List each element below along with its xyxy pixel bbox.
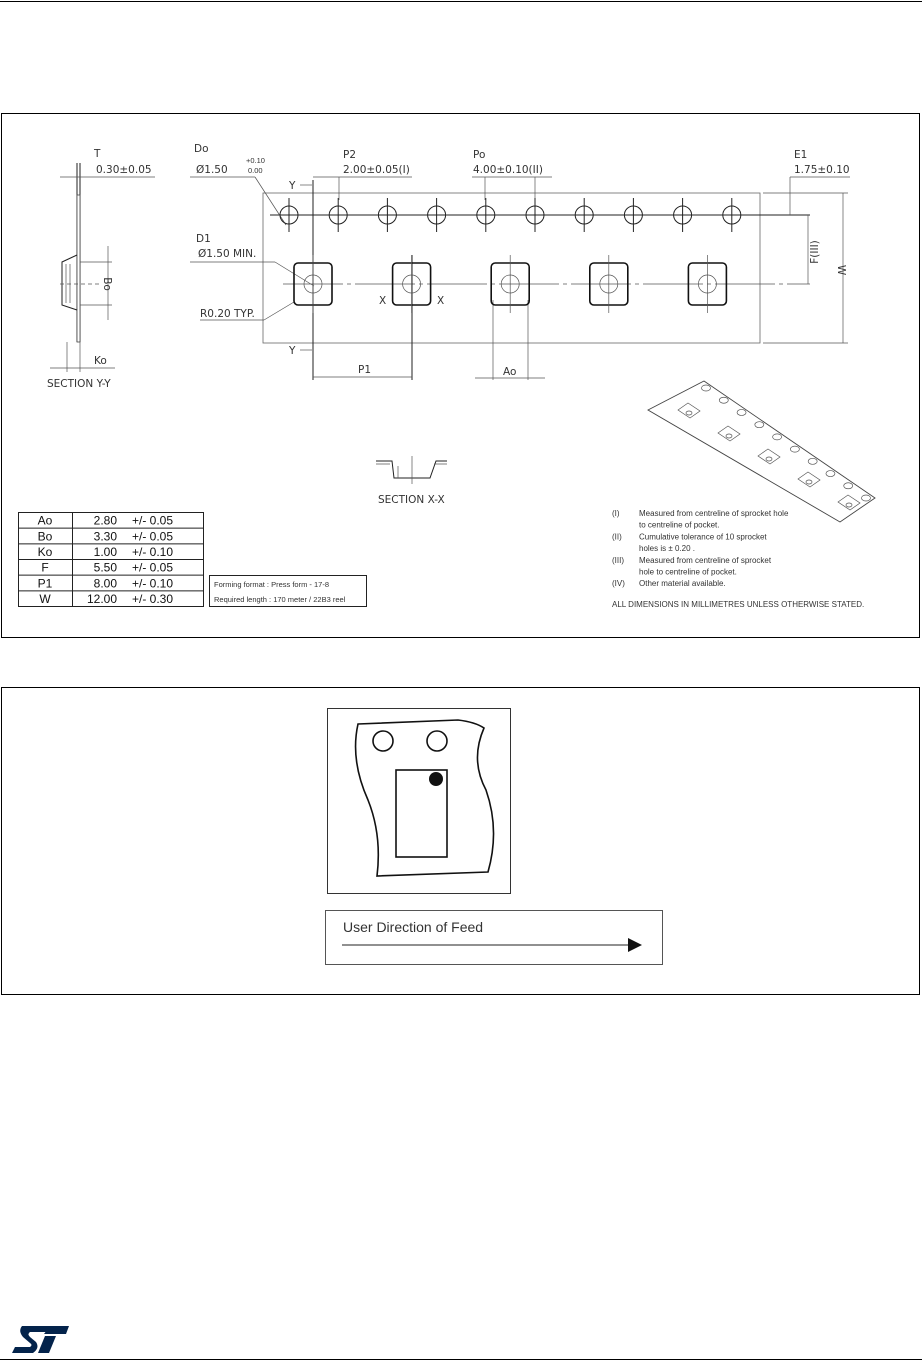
- dim-tolerance: +/- 0.05: [132, 561, 173, 575]
- arrow-right-icon: [628, 938, 642, 952]
- po-value: 4.00±0.10(II): [473, 164, 543, 176]
- y-label: Y: [288, 345, 296, 357]
- do-tol-minus: 0.00: [248, 166, 263, 175]
- note-text: Cumulative tolerance of 10 sprocket: [639, 532, 767, 541]
- x-label: X: [379, 295, 386, 307]
- iso-pocket: [677, 402, 701, 419]
- dim-tolerance: +/- 0.10: [132, 576, 173, 590]
- iso-pocket: [717, 425, 741, 442]
- f-label: F(III): [809, 240, 821, 264]
- dim-tolerance: +/- 0.30: [132, 592, 173, 606]
- dim-value: 12.00: [87, 592, 117, 606]
- iso-pocket: [757, 448, 781, 465]
- dim-value: 1.00: [94, 545, 118, 559]
- iso-pocket: [837, 494, 861, 511]
- dim-value: 3.30: [94, 529, 118, 543]
- do-label: Do: [194, 143, 209, 155]
- t-value: 0.30±0.05: [96, 164, 152, 176]
- d1-label: D1: [196, 233, 211, 245]
- note-mark: (IV): [612, 579, 625, 588]
- notes-footer: ALL DIMENSIONS IN MILLIMETRES UNLESS OTH…: [612, 600, 864, 609]
- note-text: to centreline of pocket.: [639, 521, 720, 530]
- forming-format: Forming format : Press form - 17-8: [214, 580, 329, 589]
- dim-tolerance: +/- 0.10: [132, 545, 173, 559]
- pockets: [293, 255, 728, 313]
- table-row: P1 8.00 +/- 0.10: [38, 576, 174, 590]
- dim-name: Ko: [38, 545, 53, 559]
- tape-dimensions-figure: T 0.30±0.05 Bo Ko SECTION Y-Y: [1, 113, 920, 638]
- dim-name: W: [39, 592, 51, 606]
- dim-name: P1: [38, 576, 53, 590]
- note-mark: (II): [612, 532, 622, 541]
- t-label: T: [93, 148, 101, 160]
- sprocket-holes: [279, 198, 742, 232]
- note-text: Measured from centreline of sprocket hol…: [639, 509, 789, 518]
- ao-label: Ao: [503, 366, 516, 378]
- isometric-tape-view: [647, 380, 876, 523]
- note-item: (I) Measured from centreline of sprocket …: [612, 509, 789, 530]
- note-text: hole to centreline of pocket.: [639, 568, 737, 577]
- required-length: Required length : 170 meter / 22B3 reel: [214, 595, 346, 604]
- feed-direction-box: User Direction of Feed: [325, 910, 663, 965]
- p1-label: P1: [358, 364, 371, 376]
- dim-tolerance: +/- 0.05: [132, 514, 173, 528]
- dim-value: 2.80: [94, 514, 118, 528]
- note-item: (II) Cumulative tolerance of 10 sprocket h…: [612, 532, 767, 553]
- dim-name: Ao: [38, 514, 53, 528]
- section-yy-title: SECTION Y-Y: [47, 378, 111, 390]
- dim-value: 5.50: [94, 561, 118, 575]
- p2-label: P2: [343, 149, 356, 161]
- e1-label: E1: [794, 149, 807, 161]
- note-mark: (I): [612, 509, 620, 518]
- do-value: Ø1.50: [196, 164, 228, 176]
- pin1-dot: [429, 772, 443, 786]
- pin1-orientation-image: [327, 708, 511, 894]
- note-text: Measured from centreline of sprocket: [639, 556, 772, 565]
- dim-name: Bo: [38, 529, 53, 543]
- iso-pocket: [797, 471, 821, 488]
- table-row: Ko 1.00 +/- 0.10: [38, 545, 174, 559]
- figure-frame: [1, 687, 920, 995]
- table-row: W 12.00 +/- 0.30: [39, 592, 173, 606]
- section-yy-view: T 0.30±0.05 Bo Ko SECTION Y-Y: [47, 148, 155, 390]
- dim-tolerance: +/- 0.05: [132, 529, 173, 543]
- bo-label: Bo: [101, 277, 113, 291]
- section-xx-view: SECTION X-X: [376, 456, 447, 506]
- d1-value: Ø1.50 MIN.: [198, 248, 256, 260]
- e1-value: 1.75±0.10: [794, 164, 850, 176]
- p2-value: 2.00±0.05(I): [343, 164, 410, 176]
- r-label: R0.20 TYP.: [200, 308, 255, 320]
- st-logo: [12, 1326, 69, 1353]
- dim-value: 8.00: [94, 576, 118, 590]
- ko-label: Ko: [94, 355, 107, 367]
- note-item: (III) Measured from centreline of sprocke…: [612, 556, 772, 577]
- table-row: Ao 2.80 +/- 0.05: [38, 514, 174, 528]
- section-xx-title: SECTION X-X: [378, 494, 445, 506]
- feed-label: User Direction of Feed: [343, 919, 483, 935]
- feed-direction-figure: User Direction of Feed: [1, 687, 920, 995]
- note-text: Other material available.: [639, 579, 726, 588]
- tape-plan-view: Do Ø1.50 +0.10 0.00 P2 2.00±0.05(I) Po 4…: [190, 143, 850, 380]
- po-label: Po: [473, 149, 485, 161]
- note-mark: (III): [612, 556, 624, 565]
- x-label: X: [437, 295, 444, 307]
- figure-frame: [1, 113, 920, 638]
- w-label: W: [835, 265, 847, 276]
- note-item: (IV) Other material available.: [612, 579, 726, 588]
- y-label: Y: [288, 180, 296, 192]
- table-row: Bo 3.30 +/- 0.05: [38, 529, 174, 543]
- do-tol-plus: +0.10: [246, 156, 265, 165]
- notes: (I) Measured from centreline of sprocket …: [612, 509, 789, 588]
- dim-name: F: [41, 561, 48, 575]
- note-text: holes is ± 0.20 .: [639, 544, 695, 553]
- table-row: F 5.50 +/- 0.05: [41, 561, 173, 575]
- forming-info-box: Forming format : Press form - 17-8 Requi…: [209, 575, 367, 607]
